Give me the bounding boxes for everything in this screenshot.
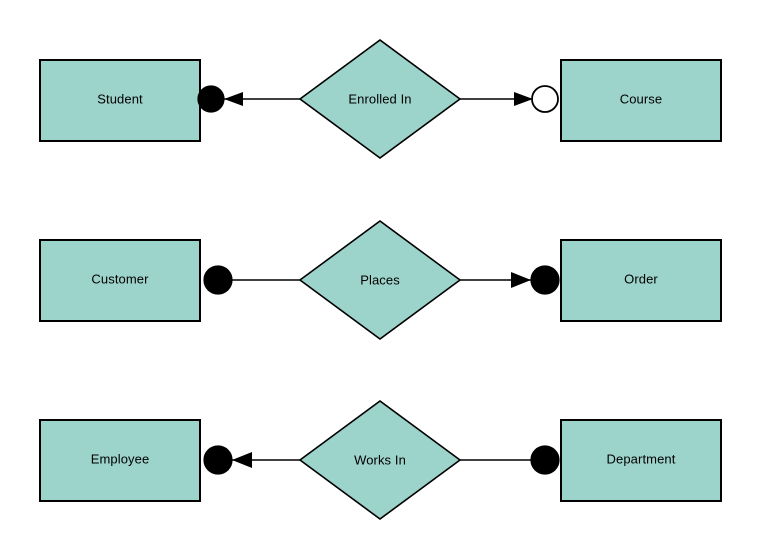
entity-student-label: Student bbox=[97, 91, 143, 106]
arrow-head-left-icon-employee bbox=[232, 452, 252, 468]
cardinality-many-dot-department[interactable] bbox=[530, 445, 560, 475]
entity-department[interactable] bbox=[560, 419, 722, 502]
entity-order[interactable] bbox=[560, 239, 722, 322]
arrow-head-right-icon-order bbox=[511, 272, 531, 288]
cardinality-many-dot-customer[interactable] bbox=[203, 265, 233, 295]
arrow-head-left-icon-student bbox=[224, 92, 243, 106]
entity-employee[interactable] bbox=[39, 419, 201, 502]
relationship-group-places: Customer Places Order bbox=[39, 220, 722, 340]
cardinality-optional-circle-course[interactable] bbox=[531, 85, 559, 113]
relationship-enrolled-in[interactable] bbox=[298, 39, 462, 159]
relationship-places-label: Places bbox=[360, 272, 400, 287]
entity-course[interactable] bbox=[560, 59, 722, 142]
entity-order-label: Order bbox=[624, 271, 658, 286]
relationship-works-in-label: Works In bbox=[354, 452, 406, 467]
entity-student[interactable] bbox=[39, 59, 201, 142]
cardinality-many-dot-student[interactable] bbox=[197, 85, 225, 113]
cardinality-many-dot-order[interactable] bbox=[530, 265, 560, 295]
relationship-group-works-in: Employee Works In Department bbox=[39, 400, 722, 520]
entity-customer[interactable] bbox=[39, 239, 201, 322]
cardinality-many-dot-employee[interactable] bbox=[203, 445, 233, 475]
relationship-enrolled-in-label: Enrolled In bbox=[348, 91, 411, 106]
relationship-group-enrolled-in: Student Enrolled In Course bbox=[39, 39, 722, 159]
entity-customer-label: Customer bbox=[91, 271, 149, 286]
arrow-head-right-icon-course bbox=[514, 92, 533, 106]
entity-employee-label: Employee bbox=[91, 451, 150, 466]
relationship-places[interactable] bbox=[298, 220, 462, 340]
entity-department-label: Department bbox=[607, 451, 676, 466]
entity-course-label: Course bbox=[620, 91, 663, 106]
relationship-works-in[interactable] bbox=[298, 400, 462, 520]
